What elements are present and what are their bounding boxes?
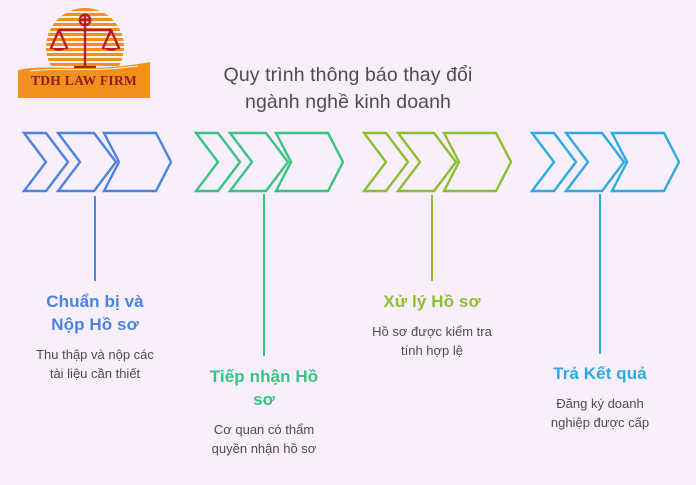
step-arrow-3 (354, 130, 514, 194)
step-title-1-line1: Chuẩn bị và (46, 292, 144, 311)
step-desc-3-line1: Hồ sơ được kiểm tra (372, 324, 492, 339)
step-title-1: Chuẩn bị và Nộp Hồ sơ (2, 290, 188, 336)
step-title-2-line1: Tiếp nhận Hồ (209, 367, 319, 386)
step-block-4: Trả Kết quả Đăng ký doanh nghiệp được cấ… (507, 362, 693, 432)
page-title-line2: ngành nghề kinh doanh (245, 91, 451, 113)
step-desc-2: Cơ quan có thẩm quyền nhận hồ sơ (171, 420, 357, 458)
step-desc-4-line2: nghiệp được cấp (550, 415, 650, 430)
step-title-3-line1: Xử lý Hồ sơ (383, 292, 481, 311)
connector-line-1 (94, 196, 96, 281)
page-title-line1: Quy trình thông báo thay đổi (223, 64, 473, 86)
connector-line-4 (599, 194, 601, 354)
triple-chevron-right-icon (361, 131, 513, 193)
company-logo: TDH LAW FIRM (18, 6, 150, 98)
step-arrow-2 (186, 130, 346, 194)
step-block-3: Xử lý Hồ sơ Hồ sơ được kiểm tra tính hợp… (339, 290, 525, 360)
connector-line-3 (431, 195, 433, 281)
step-title-2: Tiếp nhận Hồ sơ (171, 365, 357, 411)
step-title-1-line2: Nộp Hồ sơ (51, 315, 139, 334)
step-desc-4-line1: Đăng ký doanh (556, 396, 644, 411)
step-title-2-line2: sơ (253, 390, 275, 409)
connector-line-2 (263, 194, 265, 356)
triple-chevron-right-icon (193, 131, 345, 193)
triple-chevron-right-icon (21, 131, 173, 193)
step-title-4-line1: Trả Kết quả (553, 364, 647, 383)
step-desc-2-line2: quyền nhận hồ sơ (211, 441, 317, 456)
step-desc-1-line1: Thu thập và nộp các (36, 347, 154, 362)
logo-banner-text: TDH LAW FIRM (30, 73, 138, 88)
step-desc-1: Thu thập và nộp các tài liệu cần thiết (2, 345, 188, 383)
step-desc-4: Đăng ký doanh nghiệp được cấp (507, 394, 693, 432)
step-arrow-1 (14, 130, 174, 194)
logo-banner (18, 62, 150, 98)
triple-chevron-right-icon (529, 131, 681, 193)
step-desc-1-line2: tài liệu cần thiết (49, 366, 141, 381)
page-title: Quy trình thông báo thay đổi ngành nghề … (168, 62, 528, 116)
step-title-4: Trả Kết quả (507, 362, 693, 385)
step-block-2: Tiếp nhận Hồ sơ Cơ quan có thẩm quyền nh… (171, 365, 357, 458)
step-desc-3-line2: tính hợp lệ (400, 343, 463, 358)
step-block-1: Chuẩn bị và Nộp Hồ sơ Thu thập và nộp cá… (2, 290, 188, 383)
step-desc-3: Hồ sơ được kiểm tra tính hợp lệ (339, 322, 525, 360)
step-desc-2-line1: Cơ quan có thẩm (213, 422, 315, 437)
step-arrow-4 (522, 130, 682, 194)
step-title-3: Xử lý Hồ sơ (339, 290, 525, 313)
